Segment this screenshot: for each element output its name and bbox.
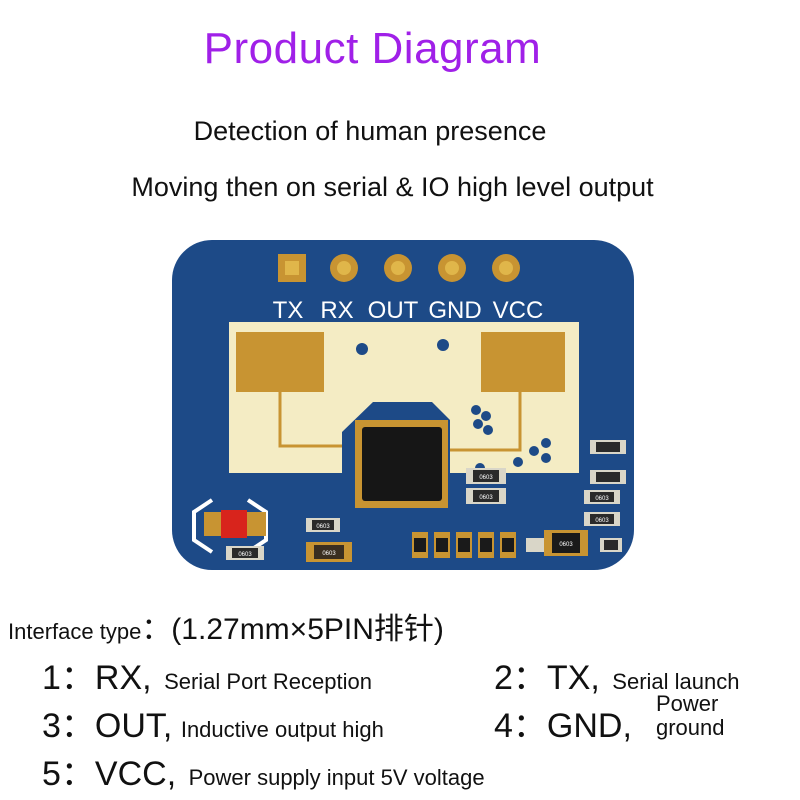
pin-description: Power supply input 5V voltage: [188, 765, 485, 790]
pin-label-rx: RX: [320, 297, 353, 324]
pin-name: GND,: [546, 707, 632, 745]
pin-name: TX,: [546, 659, 600, 697]
pin-spec-4: 4：GND,: [494, 698, 632, 747]
interface-value: ：(1.27mm×5PIN排针): [141, 613, 444, 646]
pin-spec-3: 3：OUT, Inductive output high: [42, 698, 384, 747]
component-mark: 0603: [595, 496, 609, 502]
pin-description-line: Power: [656, 691, 719, 716]
header-pins: [278, 254, 520, 282]
component-mark: 0603: [479, 495, 493, 501]
radar-chip: [362, 427, 442, 501]
component-mark: 0603: [479, 475, 493, 481]
component-mark: 0603: [322, 551, 336, 557]
pin-number: 2：: [494, 659, 547, 697]
via: [356, 343, 368, 355]
component-mark: 0603: [316, 524, 330, 530]
pin-name: RX,: [94, 659, 152, 697]
antenna-pad-right: [481, 332, 565, 392]
interface-label: Interface type: [8, 619, 142, 644]
pin-label-tx: TX: [273, 297, 304, 324]
page-title: Product Diagram: [203, 24, 542, 73]
pin-label-out: OUT: [368, 297, 419, 324]
component-mark: 0603: [559, 542, 573, 548]
component-mark: 0603: [238, 552, 252, 558]
subtitle-output: Moving then on serial & IO high level ou…: [131, 172, 654, 202]
via: [437, 339, 449, 351]
pin-description: Serial launch: [612, 669, 740, 694]
pin-name: VCC,: [94, 755, 177, 793]
antenna-trace-left: [278, 392, 360, 448]
interface-type: Interface type：(1.27mm×5PIN排针): [8, 604, 444, 648]
pin-description-line: ground: [656, 715, 725, 740]
indicator-led: [221, 510, 247, 538]
pin-spec-1: 1：RX, Serial Port Reception: [42, 650, 372, 699]
pin-description: Serial Port Reception: [164, 669, 372, 694]
pin-number: 3：: [42, 707, 95, 745]
pin-spec-2: 2：TX, Serial launch: [494, 650, 739, 699]
pin-description: Inductive output high: [180, 717, 384, 742]
pin-number: 1：: [42, 659, 95, 697]
antenna-trace-right: [440, 392, 522, 452]
pin-label-gnd: GND: [428, 297, 481, 324]
pin-description-gnd: Power ground: [656, 692, 725, 740]
pin-label-vcc: VCC: [493, 297, 544, 324]
pin-number: 5：: [42, 755, 95, 793]
component-mark: 0603: [595, 518, 609, 524]
silkscreen-outline: [192, 498, 214, 554]
resistor-row: 0603: [412, 532, 516, 558]
pin-spec-5: 5：VCC, Power supply input 5V voltage: [42, 746, 485, 795]
pin-number: 4：: [494, 707, 547, 745]
radar-module-board: TX RX OUT GND VCC 0603 0603 0603 0603 06…: [172, 240, 634, 570]
subtitle-presence: Detection of human presence: [193, 116, 547, 146]
smd-components: 0603 0603 0603 0603 0603 0603 0603 0603: [226, 440, 626, 562]
antenna-pad-left: [236, 332, 324, 392]
pin-name: OUT,: [94, 707, 173, 745]
